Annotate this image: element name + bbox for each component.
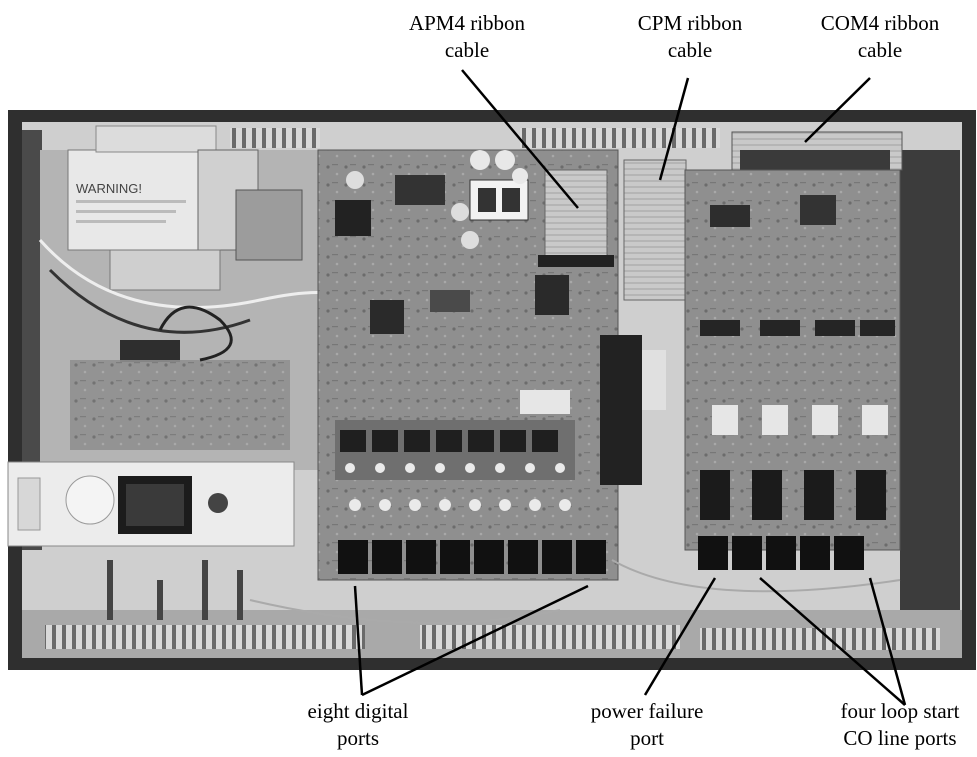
- digital-callout-line-left: [353, 585, 364, 696]
- co-line-port-jacks: [698, 536, 864, 570]
- power-failure-callout-line: [643, 577, 717, 696]
- four-loop-start-co-line-ports-label: four loop start CO line ports: [840, 699, 960, 750]
- apm4-callout-line: [461, 69, 579, 209]
- digital-port-jacks: [338, 540, 606, 574]
- loop-start-callout-line-left: [759, 577, 906, 706]
- callout-lines: [353, 69, 907, 706]
- com4-callout-line: [804, 77, 871, 143]
- apm4-ribbon-cable-label: APM4 ribbon cable: [408, 11, 526, 62]
- eight-digital-ports-label: eight digital ports: [307, 699, 409, 750]
- power-failure-port-label: power failure port: [590, 699, 704, 750]
- power-supply-section: WARNING!: [38, 125, 355, 470]
- com4-card: [684, 169, 901, 551]
- com4-ribbon-cable-label: COM4 ribbon cable: [820, 11, 940, 62]
- power-switch-module: [7, 461, 295, 547]
- loop-start-callout-line-right: [868, 577, 907, 706]
- warning-sticker-text: WARNING!: [76, 181, 142, 196]
- cpm-callout-line: [658, 77, 690, 181]
- digital-callout-line-right: [361, 584, 589, 697]
- cpm-ribbon-cable-label: CPM ribbon cable: [637, 11, 743, 62]
- ribbon-cables: [538, 131, 903, 485]
